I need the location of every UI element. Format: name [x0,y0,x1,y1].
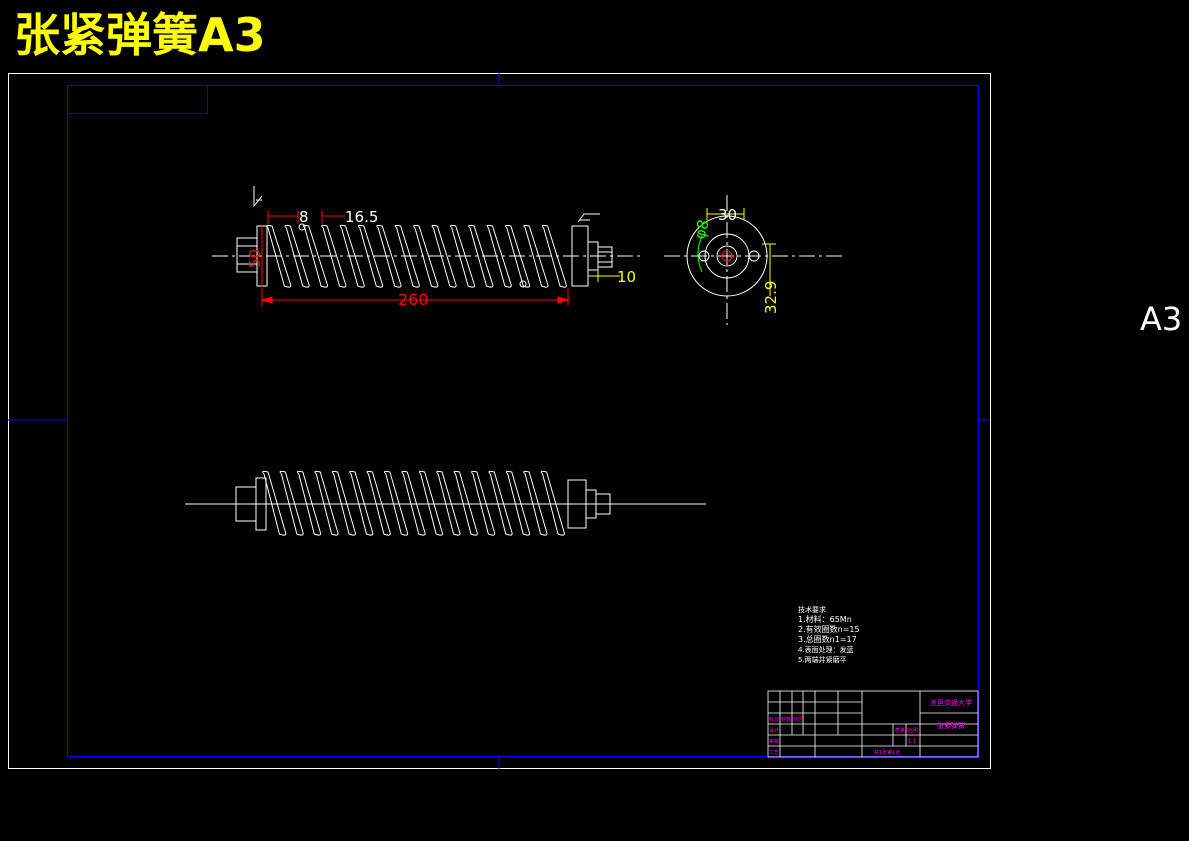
dim-end-offset-text: 10 [617,268,636,286]
tb-ratio: 比例 [908,727,918,734]
coil-turn [541,224,567,288]
notes-heading: 技术要求 [798,605,826,614]
drawing-title: 张紧弹簧A3 [14,8,266,62]
center-hole [721,250,733,262]
outer-frame [8,73,991,769]
note-item: 3.总圈数n1=17 [798,634,857,644]
tb-label: 工艺 [769,750,779,756]
dim-height [762,243,776,296]
tb-part-name: 张紧弹簧 [937,721,965,730]
coil-turn [384,470,409,536]
tb-sheet: 共1张第1张 [874,749,900,756]
note-item: 1.材料：65Mn [798,614,852,624]
coil-turn [453,470,478,536]
coil-turn [279,470,304,536]
note-item: 2.有效圈数n=15 [798,624,860,634]
dim-pitch2 [321,210,345,224]
title-block [767,690,979,758]
dim-height-text: 32.9 [762,281,780,314]
dim-length [260,288,570,306]
dim-pitch [267,210,299,224]
coil-turn [540,470,565,536]
tb-label: 标记 [769,716,779,723]
coil-turn [349,470,374,536]
coil-turn [262,470,287,536]
dim-length-text: 260 [398,290,429,309]
coil-turn [436,470,461,536]
inner-circle [716,245,738,267]
coils-lower [262,470,565,536]
hole-mark [298,223,306,231]
coil-turn [297,470,322,536]
coil-turn [431,224,457,288]
front-view-upper: 8 16.5 50 260 10 [212,186,640,309]
coils-upper [266,224,567,288]
coil-turn [331,470,356,536]
coil-turn [284,224,310,288]
dim-radius [706,208,745,220]
right-nut [597,246,613,268]
inner-frame [67,85,979,757]
coil-turn [376,224,402,288]
coil-turn [266,224,292,288]
coil-turn [468,224,494,288]
coil-turn [314,470,339,536]
tb-label: 处数 [781,716,791,723]
coil-turn [505,470,531,536]
front-view-lower [185,470,706,536]
coil-turn [394,224,420,288]
tb-label: 审核 [769,738,779,745]
coil-turn [523,224,549,288]
note-item: 4.表面处理：发蓝 [798,645,854,654]
dim-hole-arc [697,235,703,273]
right-bolt-hole [748,250,760,262]
tb-label: 分区 [793,716,803,723]
code-box [67,85,208,114]
coil-turn [505,224,531,288]
sheet-size-label: A3 [1140,300,1183,338]
dim-radius-text: 30 [718,206,737,224]
coil-turn [358,224,384,288]
note-item: 5.两端并紧磨平 [798,655,847,664]
tb-mass: 质量 [895,727,905,734]
lower-left-cap [255,477,267,531]
coil-turn [339,224,365,288]
coil-turn [413,224,439,288]
coil-turn [321,224,347,288]
roughness-symbol [577,213,600,223]
dim-diameter-text: 50 [246,249,264,268]
coil-turn [302,224,328,288]
hole-mark [519,280,527,288]
dim-hole-text: φ8 [690,218,712,241]
coil-turn [488,470,513,536]
roughness-symbol [253,186,263,208]
coil-turn [449,224,475,288]
tb-label: 设计 [769,727,779,734]
left-bolt-hole [698,250,710,262]
lower-right-nut [595,493,611,515]
coil-turn [523,470,548,536]
dim-pitch2-text: 16.5 [345,208,378,226]
technical-notes: 技术要求 1.材料：65Mn 2.有效圈数n=15 3.总圈数n1=17 4.表… [798,605,860,664]
coil-turn [486,224,512,288]
tb-school: 五邑交通大学 [930,698,972,707]
coil-turn [418,470,443,536]
dim-pitch-text: 8 [299,208,309,226]
dim-end-offset [588,268,620,282]
outer-circle [686,215,768,297]
coil-turn [471,470,496,536]
coil-turn [366,470,391,536]
end-view: 30 φ8 32.9 [664,195,845,325]
tb-scale: 1:1 [908,739,916,745]
coil-turn [401,470,426,536]
